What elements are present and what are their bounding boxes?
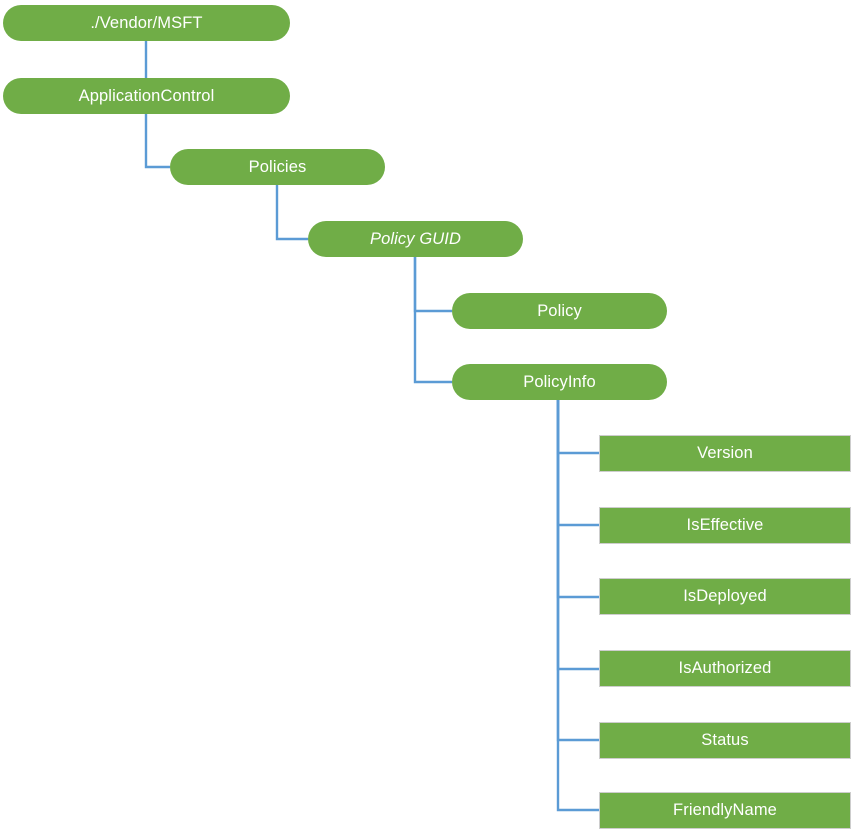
tree-node-label-policy-guid: Policy GUID	[370, 229, 461, 248]
tree-connector-is-authorized	[556, 400, 600, 671]
tree-node-label-is-deployed: IsDeployed	[683, 587, 767, 606]
tree-connector-is-effective	[556, 400, 600, 527]
tree-connector-policies	[144, 114, 170, 169]
tree-connector-version	[556, 400, 600, 455]
tree-node-label-policy-info: PolicyInfo	[523, 372, 596, 391]
tree-node-policy-guid[interactable]: Policy GUID	[308, 221, 523, 257]
tree-node-application-control[interactable]: ApplicationControl	[3, 78, 290, 114]
tree-node-version[interactable]: Version	[600, 436, 850, 471]
tree-node-label-friendly-name: FriendlyName	[673, 801, 777, 820]
tree-node-label-status: Status	[701, 731, 749, 750]
tree-node-is-deployed[interactable]: IsDeployed	[600, 579, 850, 614]
tree-node-is-effective[interactable]: IsEffective	[600, 508, 850, 543]
tree-node-label-version: Version	[697, 444, 753, 463]
tree-connector-policy-guid	[275, 185, 308, 241]
tree-node-friendly-name[interactable]: FriendlyName	[600, 793, 850, 828]
tree-connector-policy	[413, 257, 452, 313]
tree-node-status[interactable]: Status	[600, 723, 850, 758]
tree-node-policy[interactable]: Policy	[452, 293, 667, 329]
tree-connector-friendly-name	[556, 400, 600, 812]
tree-node-label-vendor-msft: ./Vendor/MSFT	[90, 13, 203, 32]
tree-node-is-authorized[interactable]: IsAuthorized	[600, 651, 850, 686]
tree-connector-is-deployed	[556, 400, 600, 599]
tree-connector-status	[556, 400, 600, 742]
tree-node-policy-info[interactable]: PolicyInfo	[452, 364, 667, 400]
tree-node-label-is-effective: IsEffective	[686, 516, 764, 535]
tree-connector-policy-info	[413, 257, 452, 384]
tree-node-label-policies: Policies	[248, 157, 307, 176]
tree-node-label-policy: Policy	[537, 301, 582, 320]
tree-node-label-is-authorized: IsAuthorized	[678, 659, 772, 678]
tree-node-policies[interactable]: Policies	[170, 149, 385, 185]
tree-node-vendor-msft[interactable]: ./Vendor/MSFT	[3, 5, 290, 41]
tree-node-label-application-control: ApplicationControl	[78, 86, 215, 105]
